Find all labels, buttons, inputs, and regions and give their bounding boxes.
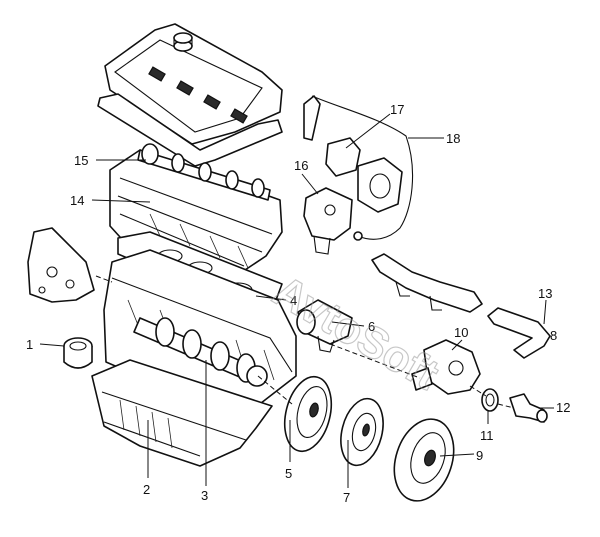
leader-10 — [451, 339, 463, 351]
callout-17: 17 — [390, 102, 404, 117]
assembly-line — [329, 343, 421, 379]
leader-13 — [543, 299, 547, 325]
callout-5: 5 — [285, 466, 292, 481]
leader-4 — [255, 295, 287, 301]
leader-16 — [301, 173, 319, 195]
assembly-line — [497, 403, 515, 409]
callout-8: 8 — [550, 328, 557, 343]
leader-6 — [331, 321, 365, 327]
distributor — [303, 187, 353, 255]
coolant-pipe — [371, 253, 483, 313]
callout-4: 4 — [290, 293, 297, 308]
callout-10: 10 — [454, 325, 468, 340]
coolant-hose — [487, 307, 551, 359]
assembly-line — [257, 375, 293, 405]
camshaft — [137, 143, 271, 201]
callout-14: 14 — [70, 193, 84, 208]
starter-motor — [296, 299, 353, 353]
leader-1 — [39, 343, 65, 347]
ignition-wires — [303, 95, 414, 241]
assembly-line — [469, 385, 487, 397]
callout-3: 3 — [201, 488, 208, 503]
callout-11: 11 — [480, 428, 494, 443]
pressure-plate — [393, 418, 455, 502]
thermostat — [481, 388, 499, 412]
distributor-cap — [325, 137, 403, 213]
callout-18: 18 — [446, 131, 460, 146]
crankshaft — [133, 317, 268, 387]
callout-13: 13 — [538, 286, 552, 301]
leader-9 — [439, 453, 475, 457]
thermostat-housing — [411, 339, 481, 395]
callout-16: 16 — [294, 158, 308, 173]
valve-cover-gasket — [97, 93, 283, 167]
assembly-line — [95, 275, 113, 283]
oil-filter — [63, 337, 93, 369]
leader-14 — [91, 199, 151, 203]
callout-2: 2 — [143, 482, 150, 497]
callout-12: 12 — [556, 400, 570, 415]
water-outlet — [509, 393, 548, 423]
leader-17 — [345, 113, 391, 149]
callout-6: 6 — [368, 319, 375, 334]
flywheel — [283, 375, 333, 453]
callout-9: 9 — [476, 448, 483, 463]
oil-pan — [91, 359, 273, 467]
callout-1: 1 — [26, 337, 33, 352]
clutch-disc — [340, 397, 384, 467]
callout-15: 15 — [74, 153, 88, 168]
timing-cover — [27, 227, 95, 303]
callout-7: 7 — [343, 490, 350, 505]
